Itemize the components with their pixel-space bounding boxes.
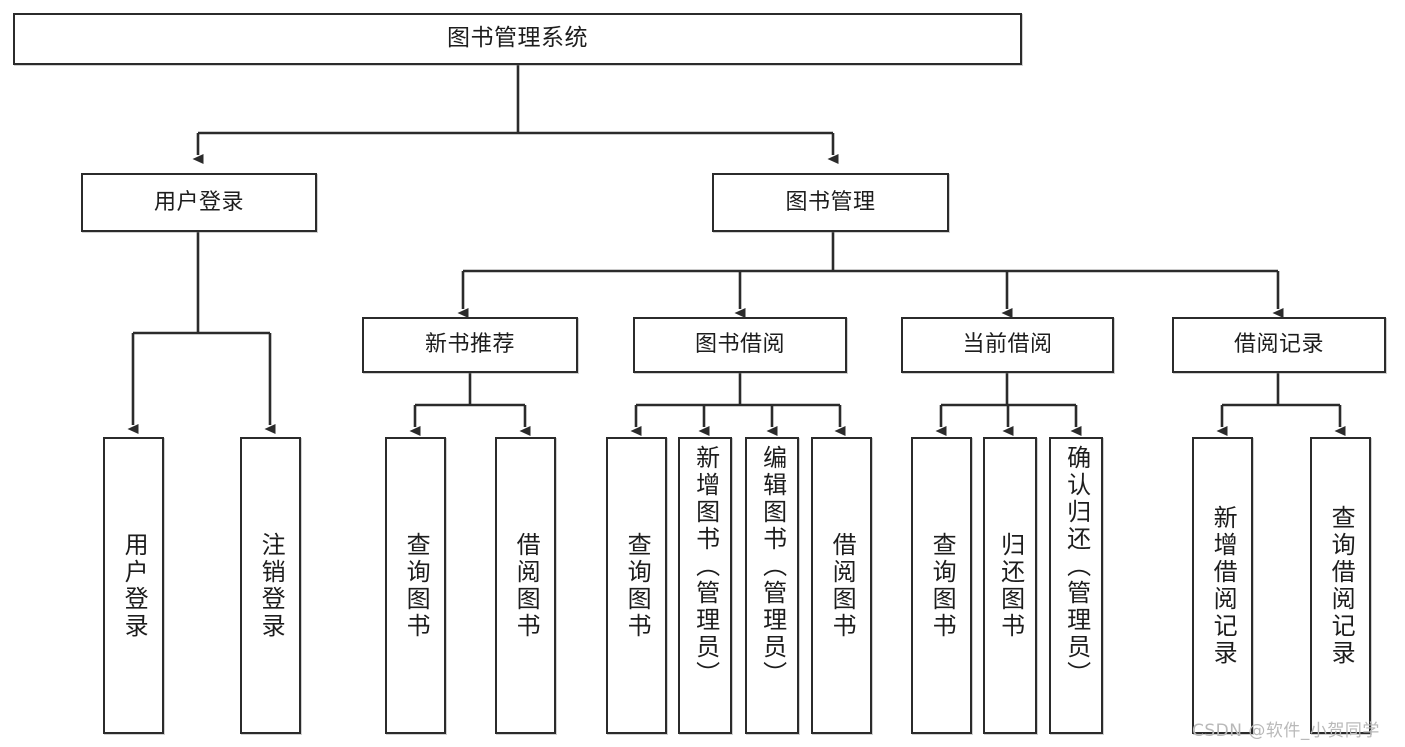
node-label: 查询借阅记录 (1327, 504, 1356, 667)
leaf-bb-add-book-admin[interactable]: 新增图书（管理员） (678, 437, 732, 734)
node-label: 当前借阅 (962, 332, 1053, 358)
leaf-cb-confirm-return-admin[interactable]: 确认归还（管理员） (1049, 437, 1103, 734)
node-label: 新增图书（管理员） (691, 445, 720, 688)
node-label: 查询图书 (623, 531, 652, 640)
leaf-cb-query-book[interactable]: 查询图书 (911, 437, 972, 734)
node-book-management[interactable]: 图书管理 (712, 173, 949, 232)
node-label: 确认归还（管理员） (1062, 445, 1091, 688)
node-label: 新书推荐 (424, 332, 515, 358)
node-label: 查询图书 (402, 531, 431, 640)
node-label: 编辑图书（管理员） (758, 445, 787, 688)
node-label: 新增借阅记录 (1209, 504, 1238, 667)
node-user-login[interactable]: 用户登录 (81, 173, 317, 232)
leaf-user-login[interactable]: 用户登录 (103, 437, 164, 734)
leaf-bb-query-book[interactable]: 查询图书 (606, 437, 667, 734)
watermark-text: CSDN @软件_小贺同学 (1192, 721, 1380, 741)
leaf-cb-return-book[interactable]: 归还图书 (983, 437, 1037, 734)
node-label: 借阅图书 (512, 531, 541, 640)
node-label: 借阅图书 (828, 531, 857, 640)
node-borrow-record[interactable]: 借阅记录 (1172, 317, 1386, 373)
leaf-bb-edit-book-admin[interactable]: 编辑图书（管理员） (745, 437, 799, 734)
node-current-borrow[interactable]: 当前借阅 (901, 317, 1114, 373)
leaf-nb-borrow-book[interactable]: 借阅图书 (495, 437, 556, 734)
leaf-br-add-record[interactable]: 新增借阅记录 (1192, 437, 1253, 734)
node-label: 查询图书 (928, 531, 957, 640)
leaf-bb-borrow-book[interactable]: 借阅图书 (811, 437, 872, 734)
leaf-br-query-record[interactable]: 查询借阅记录 (1310, 437, 1371, 734)
node-label: 图书管理 (785, 189, 876, 215)
node-label: 图书管理系统 (447, 25, 588, 52)
node-root-book-management-system[interactable]: 图书管理系统 (13, 13, 1022, 65)
node-label: 归还图书 (996, 531, 1025, 640)
leaf-nb-query-book[interactable]: 查询图书 (385, 437, 446, 734)
node-label: 图书借阅 (694, 332, 785, 358)
node-book-borrow[interactable]: 图书借阅 (633, 317, 847, 373)
node-label: 用户登录 (153, 189, 244, 215)
node-label: 注销登录 (257, 531, 286, 640)
leaf-logout[interactable]: 注销登录 (240, 437, 301, 734)
node-new-book-recommend[interactable]: 新书推荐 (362, 317, 578, 373)
node-label: 用户登录 (120, 531, 149, 640)
node-label: 借阅记录 (1233, 332, 1324, 358)
